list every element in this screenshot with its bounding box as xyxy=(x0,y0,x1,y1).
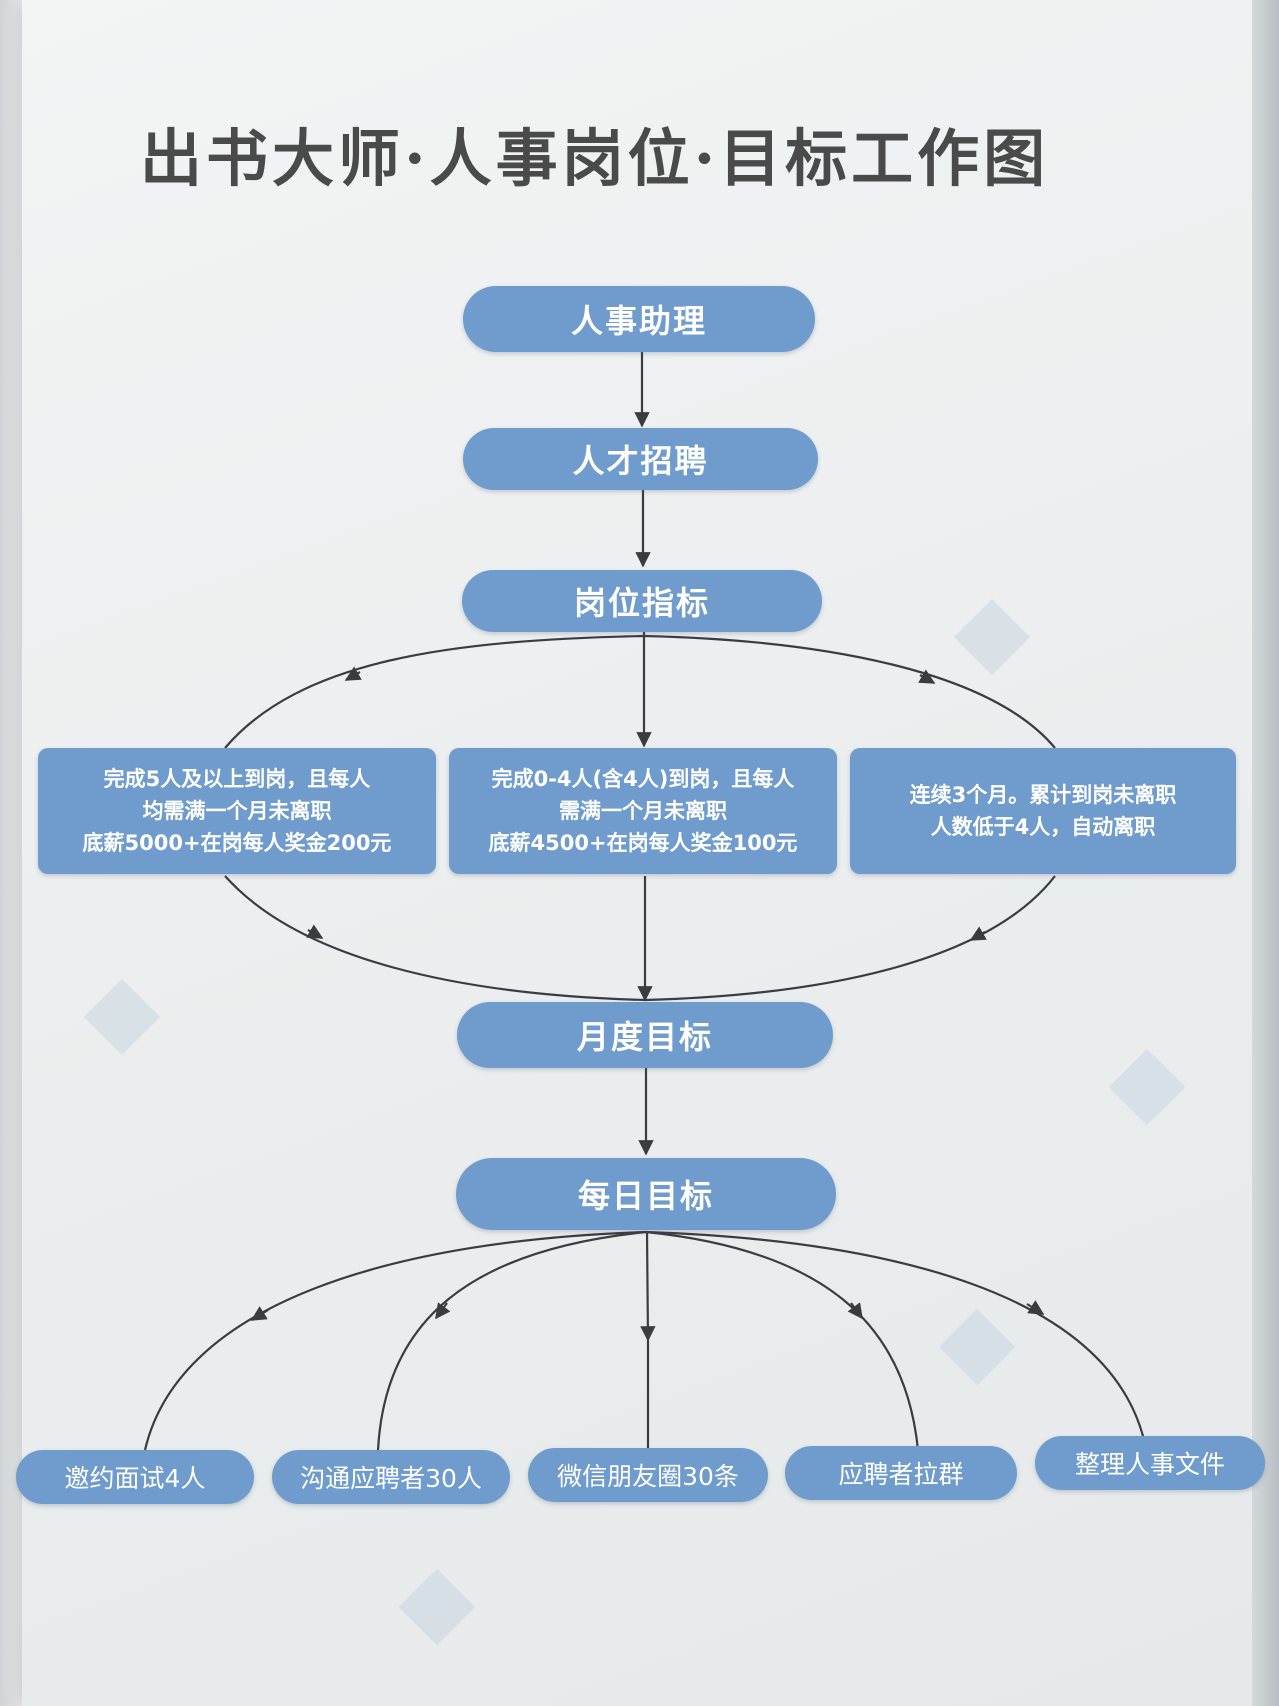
task-communicate-applicants: 沟通应聘者30人 xyxy=(272,1450,510,1504)
arrowhead-upper-left xyxy=(344,666,362,681)
arc-lower-left xyxy=(224,875,646,1002)
fan-arrowhead-1 xyxy=(250,1306,269,1321)
condition-box-1: 完成5人及以上到岗，且每人 均需满一个月未离职 底薪5000+在岗每人奖金200… xyxy=(38,748,436,874)
arc-lower-right xyxy=(644,875,1056,1002)
fan-to-task-3 xyxy=(640,1231,656,1342)
condition-2-line-3: 底薪4500+在岗每人奖金100元 xyxy=(488,831,798,855)
task-invite-interviews: 邀约面试4人 xyxy=(16,1450,254,1504)
condition-box-3: 连续3个月。累计到岗未离职 人数低于4人，自动离职 xyxy=(850,748,1236,874)
condition-2-line-1: 完成0-4人(含4人)到岗，且每人 xyxy=(491,767,795,791)
fan-to-task-1 xyxy=(143,1230,647,1451)
task-wechat-moments: 微信朋友圈30条 xyxy=(528,1448,768,1502)
paper-edge-left xyxy=(0,0,22,1706)
condition-3-line-1: 连续3个月。累计到岗未离职 xyxy=(909,783,1177,807)
paper-edge-right xyxy=(1252,0,1279,1706)
condition-2-line-2: 需满一个月未离职 xyxy=(558,799,727,823)
node-talent-recruitment: 人才招聘 xyxy=(463,428,818,490)
fan-to-task-4 xyxy=(645,1230,920,1451)
arc-upper-right xyxy=(643,634,1056,749)
fan-arrowhead-2 xyxy=(435,1302,451,1320)
fan-to-task-5 xyxy=(645,1230,1147,1445)
task-organize-hr-files: 整理人事文件 xyxy=(1035,1436,1265,1490)
condition-1-line-2: 均需满一个月未离职 xyxy=(142,799,332,823)
fan-arrowhead-4 xyxy=(847,1302,863,1320)
fan-to-task-2 xyxy=(376,1230,647,1451)
node-daily-goal: 每日目标 xyxy=(456,1158,836,1230)
condition-box-2: 完成0-4人(含4人)到岗，且每人 需满一个月未离职 底薪4500+在岗每人奖金… xyxy=(449,748,837,874)
condition-3-line-2: 人数低于4人，自动离职 xyxy=(930,815,1156,839)
condition-1-line-3: 底薪5000+在岗每人奖金200元 xyxy=(82,831,392,855)
node-monthly-goal: 月度目标 xyxy=(457,1002,833,1068)
task-applicant-group: 应聘者拉群 xyxy=(785,1446,1017,1500)
arrowhead-upper-right xyxy=(918,669,936,684)
page-title: 出书大师·人事岗位·目标工作图 xyxy=(140,122,1050,195)
node-position-indicator: 岗位指标 xyxy=(462,570,822,632)
arc-upper-left xyxy=(224,634,645,749)
arrowhead-lower-right xyxy=(969,926,987,941)
condition-1-line-1: 完成5人及以上到岗，且每人 xyxy=(103,767,371,791)
node-hr-assistant: 人事助理 xyxy=(463,286,815,352)
fan-arrowhead-5 xyxy=(1026,1300,1045,1315)
arrowhead-lower-left xyxy=(306,924,324,939)
